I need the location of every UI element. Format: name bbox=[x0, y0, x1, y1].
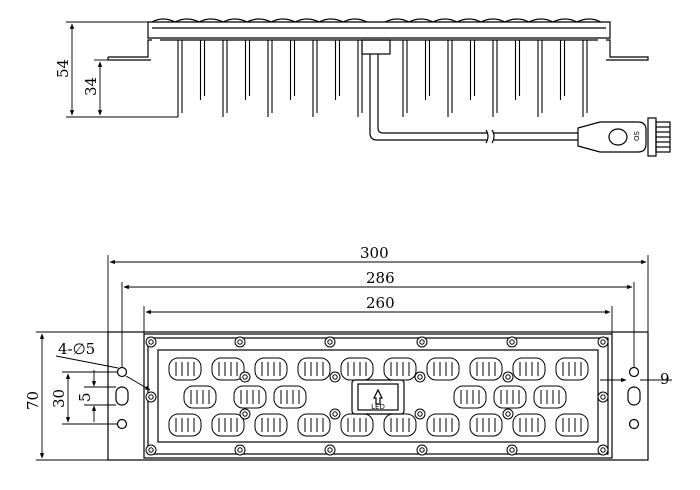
screw bbox=[597, 444, 609, 456]
screw bbox=[416, 444, 428, 456]
led-lens bbox=[273, 385, 307, 409]
right-flange bbox=[606, 39, 649, 61]
screw bbox=[414, 371, 426, 383]
screw bbox=[597, 391, 609, 403]
led-lens bbox=[555, 413, 589, 437]
led-lens bbox=[168, 413, 202, 437]
center-badge-label: LED bbox=[371, 403, 385, 411]
base-plate bbox=[107, 331, 649, 461]
center-badge bbox=[351, 379, 405, 415]
lens-frame bbox=[143, 333, 613, 459]
screw bbox=[414, 408, 426, 420]
led-lens bbox=[168, 357, 202, 381]
mount-hole bbox=[628, 418, 640, 430]
left-slot bbox=[115, 386, 129, 406]
led-lens bbox=[453, 385, 487, 409]
dim-slot-spacing: 30 bbox=[50, 389, 68, 408]
led-lens bbox=[211, 357, 245, 381]
led-lens bbox=[211, 413, 245, 437]
cable-junction bbox=[361, 39, 391, 55]
screw bbox=[324, 336, 336, 348]
screw-array bbox=[145, 336, 609, 456]
connector-label: SO bbox=[632, 131, 640, 141]
led-lens bbox=[426, 413, 460, 437]
lens-top bbox=[147, 21, 611, 39]
led-lens bbox=[183, 385, 217, 409]
screw bbox=[234, 444, 246, 456]
screw bbox=[329, 408, 341, 420]
dim-edge-offset: 9 bbox=[660, 370, 670, 388]
dim-hole-spacing: 286 bbox=[366, 269, 395, 287]
cable bbox=[369, 54, 488, 141]
screw bbox=[506, 336, 518, 348]
dim-width-total: 70 bbox=[24, 391, 42, 410]
led-lens bbox=[512, 413, 546, 437]
screw bbox=[239, 408, 251, 420]
led-lens bbox=[233, 385, 267, 409]
mount-hole bbox=[116, 418, 128, 430]
led-lens bbox=[469, 357, 503, 381]
screw bbox=[145, 336, 157, 348]
screw bbox=[416, 336, 428, 348]
led-lens bbox=[254, 413, 288, 437]
dim-slot-width: 5 bbox=[76, 392, 94, 402]
right-slot bbox=[627, 386, 641, 406]
screw bbox=[329, 371, 341, 383]
led-lens bbox=[493, 385, 527, 409]
connector-body bbox=[577, 121, 647, 153]
screw bbox=[506, 444, 518, 456]
mount-hole bbox=[628, 366, 640, 378]
left-flange bbox=[108, 39, 152, 58]
screw bbox=[502, 371, 514, 383]
lens-array bbox=[168, 357, 589, 437]
led-lens bbox=[340, 413, 374, 437]
dim-holes: 4-∅5 bbox=[58, 340, 95, 358]
led-lens bbox=[512, 357, 546, 381]
led-lens bbox=[383, 357, 417, 381]
screw bbox=[145, 391, 157, 403]
dim-height-total: 54 bbox=[54, 59, 72, 78]
dim-length-total: 300 bbox=[360, 244, 389, 262]
led-lens bbox=[426, 357, 460, 381]
dim-lens-length: 260 bbox=[366, 294, 395, 312]
screw bbox=[239, 371, 251, 383]
screw bbox=[324, 444, 336, 456]
screw bbox=[145, 444, 157, 456]
led-lens bbox=[254, 357, 288, 381]
led-lens bbox=[340, 357, 374, 381]
dim-height-fins: 34 bbox=[82, 77, 100, 96]
front-dimensions bbox=[36, 255, 672, 461]
mount-hole bbox=[116, 366, 128, 378]
side-dimensions bbox=[66, 21, 178, 118]
screw bbox=[502, 408, 514, 420]
screw bbox=[234, 336, 246, 348]
side-view bbox=[107, 18, 671, 157]
led-lens bbox=[297, 357, 331, 381]
led-lens bbox=[297, 413, 331, 437]
led-lens bbox=[533, 385, 567, 409]
led-lens bbox=[555, 357, 589, 381]
heatsink-fins bbox=[177, 40, 588, 117]
led-lens bbox=[469, 413, 503, 437]
front-view bbox=[107, 331, 649, 461]
screw bbox=[597, 336, 609, 348]
led-lens bbox=[383, 413, 417, 437]
